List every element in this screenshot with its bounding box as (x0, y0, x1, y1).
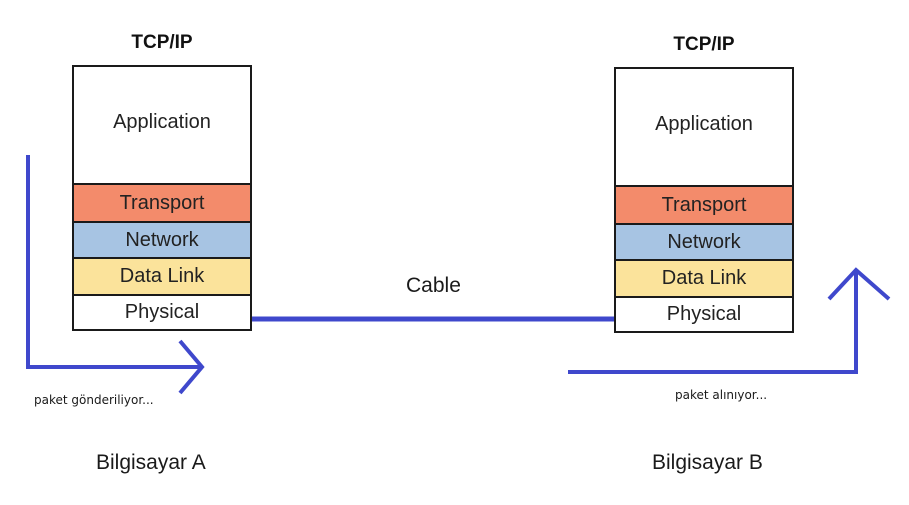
left-transport-layer: Transport (74, 183, 250, 221)
right-transport-layer: Transport (616, 185, 792, 223)
right-protocol-stack: Application Transport Network Data Link … (614, 67, 794, 333)
receive-arrow-line (568, 272, 858, 374)
left-network-layer: Network (74, 221, 250, 257)
right-stack-title: TCP/IP (673, 34, 735, 55)
left-protocol-stack: Application Transport Network Data Link … (72, 65, 252, 331)
cable-label: Cable (406, 274, 461, 297)
left-stack-title: TCP/IP (131, 32, 193, 53)
left-data-link-layer: Data Link (74, 257, 250, 294)
send-flow-label: paket gönderiliyor... (34, 393, 154, 407)
left-physical-layer: Physical (74, 294, 250, 329)
receive-flow-label: paket alınıyor... (675, 388, 768, 402)
send-arrow-head (178, 339, 205, 395)
right-physical-layer: Physical (616, 296, 792, 331)
right-application-layer: Application (616, 69, 792, 185)
receive-arrow-head (827, 267, 891, 301)
right-network-layer: Network (616, 223, 792, 259)
computer-a-label: Bilgisayar A (96, 451, 206, 474)
right-data-link-layer: Data Link (616, 259, 792, 296)
computer-b-label: Bilgisayar B (652, 451, 763, 474)
left-application-layer: Application (74, 67, 250, 183)
send-arrow-line (26, 155, 200, 369)
